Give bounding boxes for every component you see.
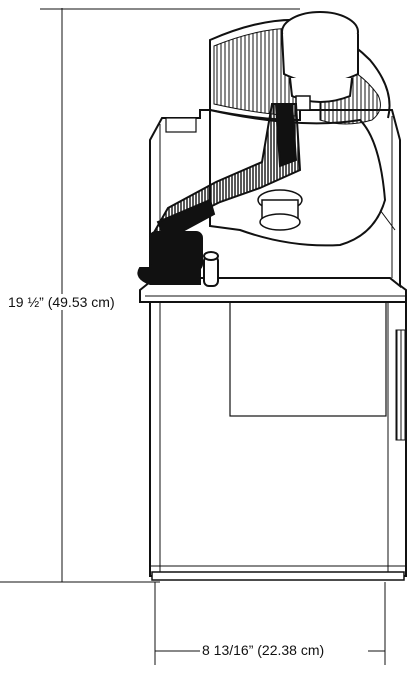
arm-base-joint (137, 231, 219, 287)
width-dimension-lines (154, 582, 386, 665)
center-mechanism (257, 189, 303, 231)
width-dimension-label: 8 13/16” (22.38 cm) (200, 642, 327, 658)
height-dimension-label: 19 ½” (49.53 cm) (6, 294, 117, 310)
lower-cabinet (149, 295, 407, 581)
inner-bowl (209, 18, 391, 247)
top-canister (281, 11, 359, 111)
